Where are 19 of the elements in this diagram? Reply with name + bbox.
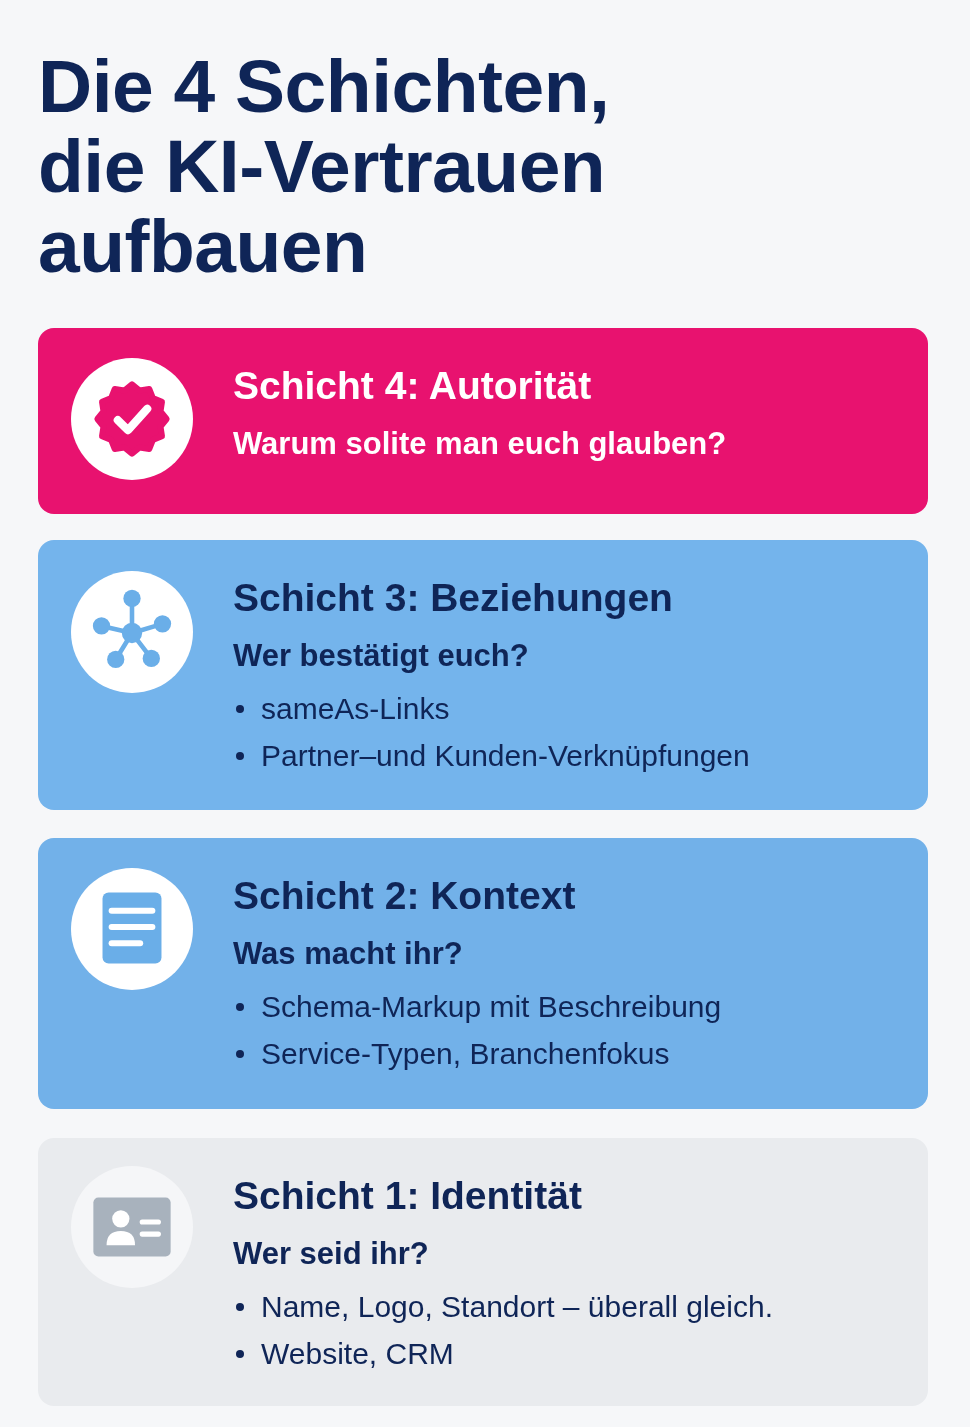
layer-card [38, 1138, 928, 1406]
layer-card [38, 328, 928, 514]
bullet-item: Website, CRM [233, 1335, 454, 1372]
bullet-item: Service-Typen, Branchenfokus [233, 1035, 670, 1072]
card-heading: Schicht 4: Autorität [233, 363, 593, 409]
layer-card [38, 540, 928, 810]
card-question: Wer seid ihr? [233, 1235, 430, 1273]
card-question: Warum solite man euch glauben? [233, 425, 728, 463]
card-heading: Schicht 2: Kontext [233, 873, 577, 919]
title: Die 4 Schichten, die KI-Vertrauen aufbauen [38, 46, 611, 286]
bullet-item: Name, Logo, Standort – überall gleich. [233, 1288, 773, 1325]
bullet-item: Partner–und Kunden-Verknüpfungen [233, 737, 750, 774]
card-question: Was macht ihr? [233, 935, 464, 973]
card-heading: Schicht 3: Beziehungen [233, 575, 674, 621]
bullet-item: sameAs-Links [233, 690, 450, 727]
card-question: Wer bestätigt euch? [233, 637, 530, 675]
card-heading: Schicht 1: Identität [233, 1173, 583, 1219]
layer-card [38, 838, 928, 1109]
bullet-item: Schema-Markup mit Beschreibung [233, 988, 722, 1025]
